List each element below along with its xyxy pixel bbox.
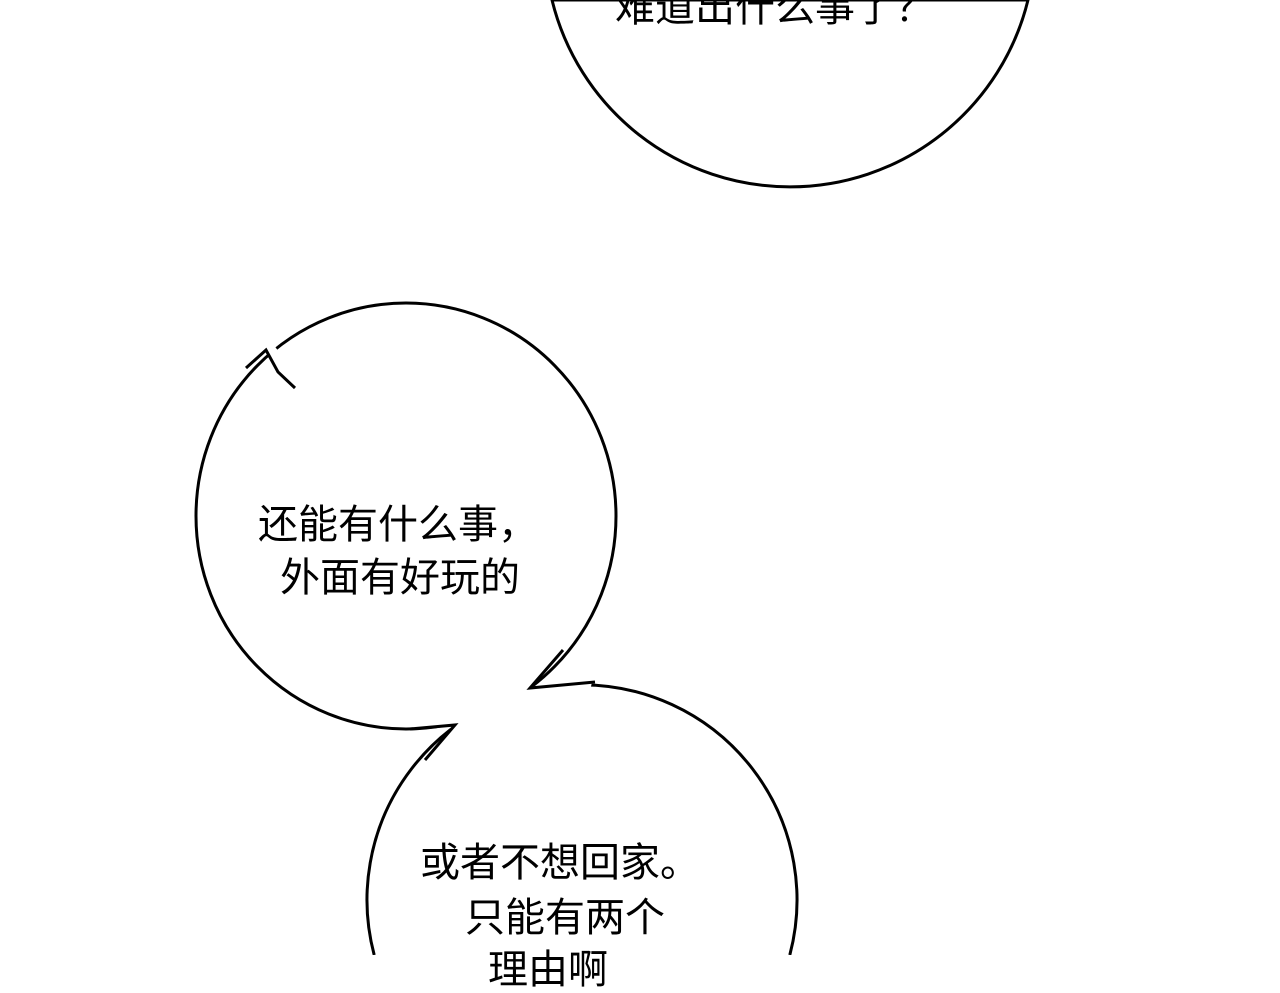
bubble-notch-edge [244,347,297,390]
bubble-connector-fill [412,652,592,770]
speech-bubble-middle [194,301,618,731]
speech-text: 外面有好玩的 [280,555,520,601]
speech-bubbles [194,0,1030,955]
comic-panel: 难道出什么事了？ 还能有什么事， 外面有好玩的 或者不想回家。 只能有两个 理由… [194,0,1030,990]
speech-bubble-top [550,0,1030,189]
bubble-notch-fill [248,340,300,384]
bubble-connector-edge [409,723,459,761]
speech-text: 理由啊 [488,947,608,993]
speech-text: 难道出什么事了？ [615,0,935,31]
speech-text: 还能有什么事， [258,502,538,548]
speech-text: 或者不想回家。 [420,840,700,886]
bubble-connector-edge [526,649,596,690]
speech-text: 只能有两个 [465,895,665,941]
